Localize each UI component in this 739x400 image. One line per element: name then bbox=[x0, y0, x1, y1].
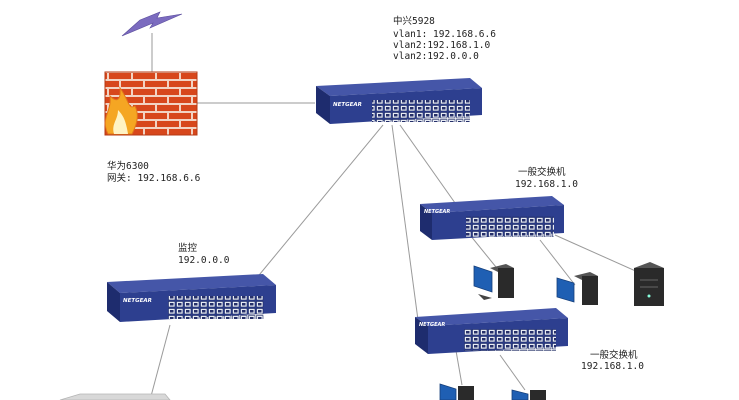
zte-vlan1: vlan1: 192.168.6.6 bbox=[393, 29, 496, 40]
switch-b-icon: NETGEAR bbox=[415, 308, 568, 354]
zte-vlan2b: vlan2:192.0.0.0 bbox=[393, 51, 479, 62]
link-monitor-down bbox=[149, 324, 171, 400]
core-switch-brand: NETGEAR bbox=[333, 102, 362, 108]
link-switch-a-pc2 bbox=[539, 239, 576, 286]
zte-vlan2a: vlan2:192.168.1.0 bbox=[393, 40, 491, 51]
switch-b-ip: 192.168.1.0 bbox=[581, 361, 644, 372]
link-core-monitor bbox=[254, 124, 384, 281]
computer-icon bbox=[556, 272, 598, 305]
monitor-switch-brand: NETGEAR bbox=[123, 298, 152, 304]
huawei-gateway: 网关: 192.168.6.6 bbox=[107, 173, 201, 184]
switch-a-name: 一般交换机 bbox=[518, 167, 566, 178]
link-switch-b-pc4 bbox=[499, 354, 526, 391]
huawei-name: 华为6300 bbox=[107, 161, 149, 172]
switch-b-brand: NETGEAR bbox=[419, 322, 445, 328]
computer-icon bbox=[473, 264, 514, 300]
switch-a-ip: 192.168.1.0 bbox=[515, 179, 578, 190]
link-switch-a-pc1 bbox=[469, 234, 501, 273]
switch-b-name: 一般交换机 bbox=[590, 350, 638, 361]
partial-device-icon bbox=[59, 393, 171, 400]
monitor-name: 监控 bbox=[178, 243, 198, 254]
firewall-icon bbox=[104, 71, 198, 136]
connection-links bbox=[149, 33, 641, 400]
link-switch-a-server bbox=[554, 234, 641, 274]
server-tower-icon bbox=[634, 262, 664, 306]
computer-icon bbox=[511, 389, 546, 400]
monitor-ip: 192.0.0.0 bbox=[178, 255, 230, 266]
monitor-switch-icon: NETGEAR bbox=[107, 274, 276, 322]
switch-a-icon: NETGEAR bbox=[420, 196, 564, 240]
switch-a-brand: NETGEAR bbox=[424, 209, 450, 215]
link-core-switch-a bbox=[399, 124, 461, 211]
link-core-switch-b bbox=[391, 124, 419, 321]
lightning-icon bbox=[121, 11, 183, 37]
core-switch-icon: NETGEAR bbox=[316, 78, 482, 124]
zte-switch-name: 中兴5928 bbox=[393, 16, 435, 27]
computer-icon bbox=[439, 383, 474, 400]
